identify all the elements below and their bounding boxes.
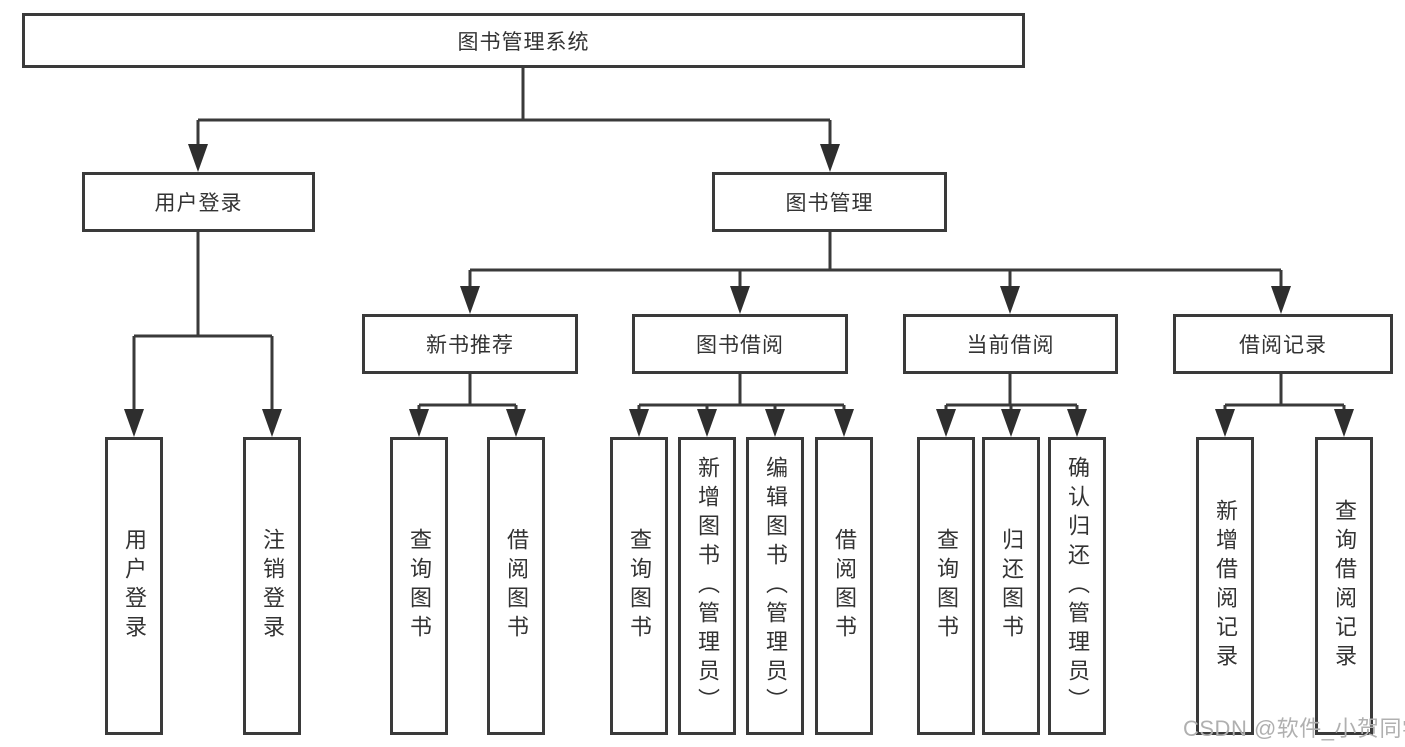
watermark: CSDN @软件_小贺同学 (1183, 716, 1405, 741)
node-user-login: 用户登录 (82, 172, 315, 232)
leaf-user-login: 用户登录 (105, 437, 163, 735)
leaf-logout-login: 注销登录 (243, 437, 301, 735)
leaf-query-books-current: 查询图书 (917, 437, 975, 735)
leaf-add-book-admin: 新增图书（管理员） (678, 437, 736, 735)
leaf-borrow-books-borrowing: 借阅图书 (815, 437, 873, 735)
node-book-management: 图书管理 (712, 172, 947, 232)
leaf-query-borrow-record: 查询借阅记录 (1315, 437, 1373, 735)
leaf-borrow-books-recommend: 借阅图书 (487, 437, 545, 735)
node-library-management-system: 图书管理系统 (22, 13, 1025, 68)
leaf-query-books-recommend: 查询图书 (390, 437, 448, 735)
leaf-add-borrow-record: 新增借阅记录 (1196, 437, 1254, 735)
leaf-edit-book-admin: 编辑图书（管理员） (746, 437, 804, 735)
node-new-book-recommend: 新书推荐 (362, 314, 578, 374)
node-borrowing-records: 借阅记录 (1173, 314, 1393, 374)
leaf-return-books: 归还图书 (982, 437, 1040, 735)
leaf-confirm-return-admin: 确认归还（管理员） (1048, 437, 1106, 735)
node-book-borrowing: 图书借阅 (632, 314, 848, 374)
node-current-borrowing: 当前借阅 (903, 314, 1118, 374)
leaf-query-books-borrowing: 查询图书 (610, 437, 668, 735)
